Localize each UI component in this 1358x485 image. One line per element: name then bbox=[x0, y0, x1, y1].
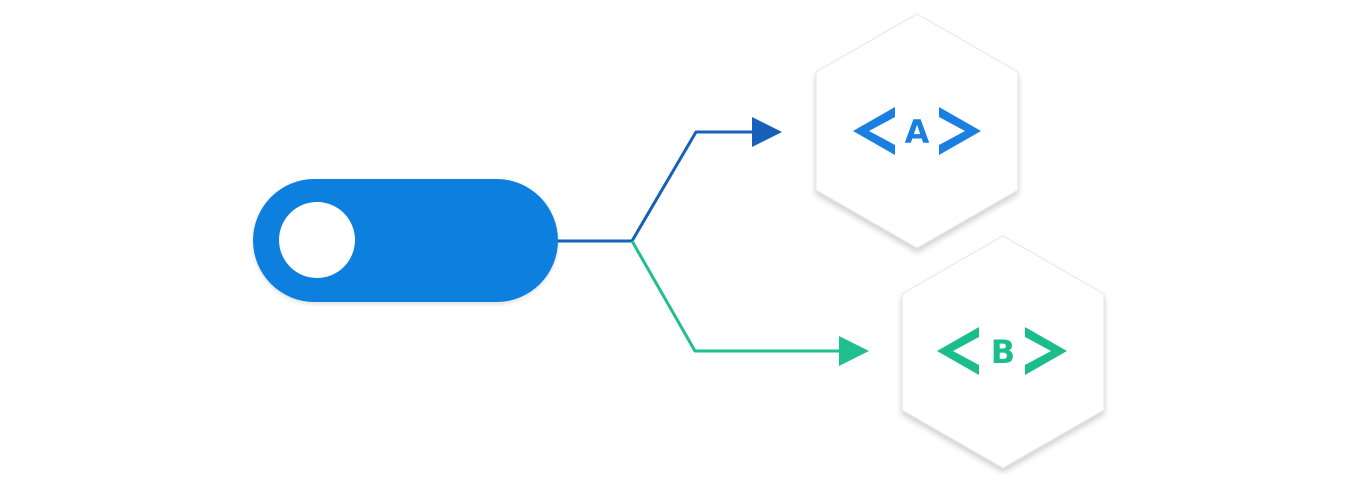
toggle-knob bbox=[279, 202, 355, 278]
branch-connectors bbox=[550, 117, 869, 366]
right-bracket bbox=[1025, 327, 1067, 375]
variant-b-node: B bbox=[901, 235, 1105, 469]
branch-b-line bbox=[630, 240, 845, 353]
branch-b-arrowhead bbox=[839, 336, 869, 366]
variant-a-label: A bbox=[905, 113, 930, 151]
variant-b-label: B bbox=[991, 333, 1015, 371]
variant-a-node: A bbox=[815, 13, 1019, 249]
right-bracket bbox=[939, 107, 981, 155]
left-bracket bbox=[937, 327, 979, 375]
variant-b-hexagon bbox=[901, 235, 1105, 469]
variant-a-hexagon bbox=[815, 13, 1019, 249]
code-brackets-icon bbox=[937, 327, 1067, 375]
left-bracket bbox=[853, 107, 895, 155]
code-brackets-icon bbox=[853, 107, 981, 155]
toggle-switch-icon[interactable] bbox=[253, 179, 558, 302]
branch-a-arrowhead bbox=[752, 117, 782, 147]
branch-a-line bbox=[630, 130, 758, 242]
